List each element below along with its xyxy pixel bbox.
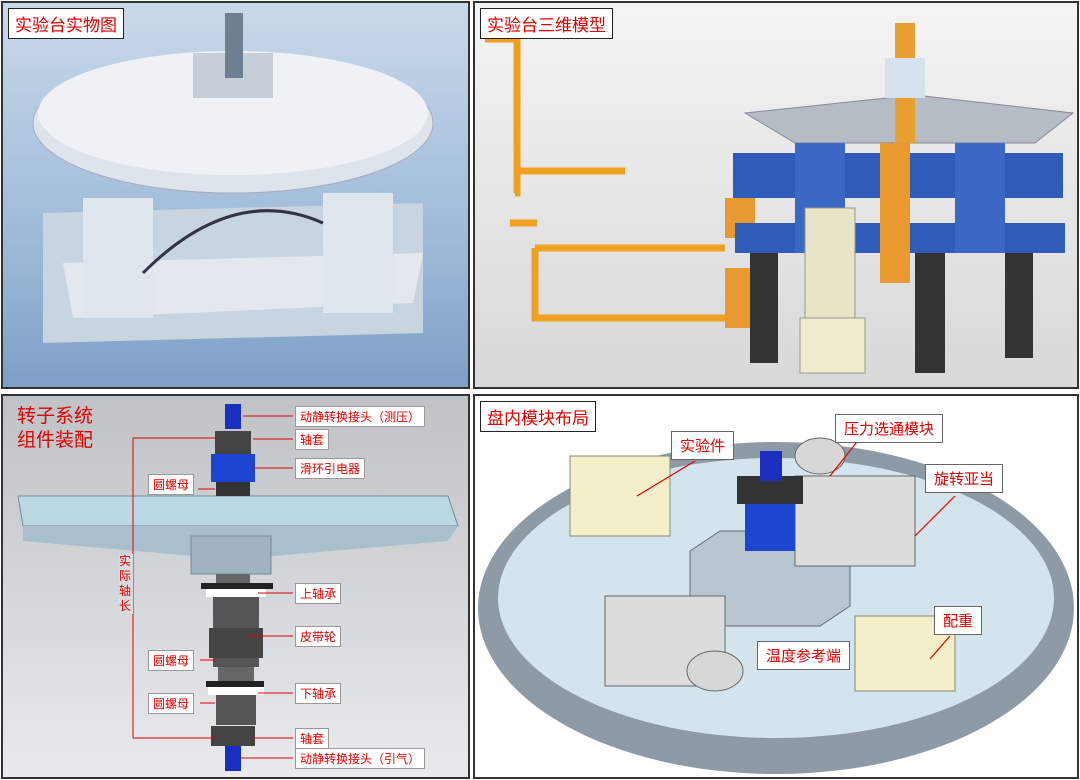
label-nut-1: 圆螺母 [148, 474, 195, 495]
label-lower-bearing: 下轴承 [295, 683, 342, 704]
label-slip-ring: 滑环引电器 [295, 458, 366, 479]
layout-title: 盘内模块布局 [480, 401, 596, 432]
photo-title: 实验台实物图 [8, 8, 124, 39]
label-temp-ref: 温度参考端 [757, 641, 851, 670]
model-3d-panel: 实验台三维模型 [473, 1, 1079, 389]
rotor-title-line1: 转子系统 [17, 405, 94, 427]
rotor-assembly-drawing [17, 404, 459, 771]
label-pulley: 皮带轮 [295, 626, 342, 647]
label-pressure-module: 压力选通模块 [835, 414, 944, 443]
label-rotary-adam: 旋转亚当 [925, 464, 1004, 493]
model-3d-title: 实验台三维模型 [480, 8, 613, 39]
label-joint-top: 动静转换接头（测压） [295, 406, 426, 427]
disk-module-layout-drawing [478, 437, 1074, 774]
label-nut-3: 圆螺母 [148, 693, 195, 714]
label-joint-bottom: 动静转换接头（引气） [295, 748, 426, 769]
label-sleeve-bottom: 轴套 [295, 728, 330, 749]
rotor-assembly-panel: 转子系统 组件装配 实际轴长 动静转换接头（测压） 轴套 滑环引电器 圆螺母 上… [1, 394, 470, 779]
label-specimen: 实验件 [671, 431, 735, 460]
module-layout-panel: 盘内模块布局 实验件 压力选通模块 旋转亚当 配重 温度参考端 [473, 394, 1079, 779]
test-rig-3d-model [485, 23, 1075, 374]
test-rig-photo [32, 13, 434, 343]
label-counterweight: 配重 [934, 606, 983, 635]
shaft-length-label: 实际轴长 [119, 554, 133, 614]
rotor-title-line2: 组件装配 [17, 429, 94, 451]
label-sleeve-top: 轴套 [295, 429, 330, 450]
photo-panel: 实验台实物图 [1, 1, 470, 389]
label-upper-bearing: 上轴承 [295, 583, 342, 604]
label-nut-2: 圆螺母 [148, 650, 195, 671]
rotor-title: 转子系统 组件装配 [17, 404, 93, 452]
